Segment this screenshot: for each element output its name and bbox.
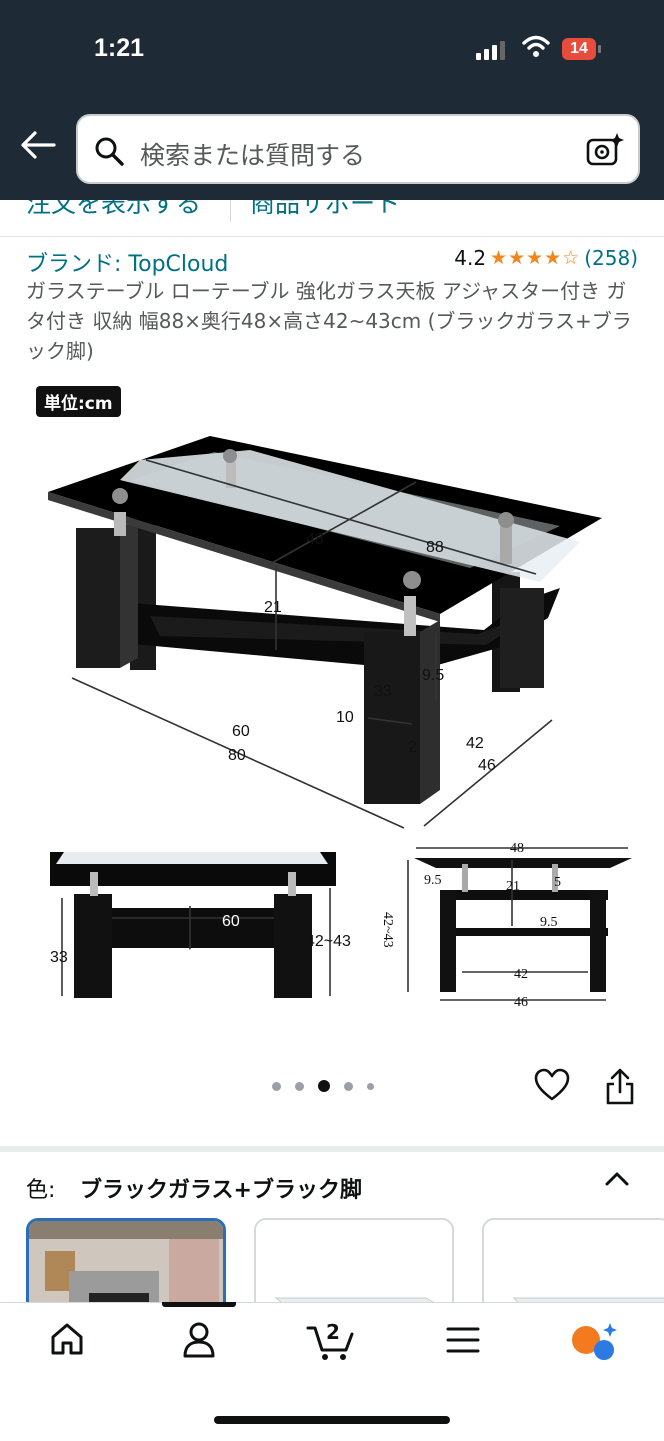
- side-dim-9-5-mid: 9.5: [540, 915, 558, 930]
- front-dim-40: 40: [178, 947, 196, 964]
- carousel-dot[interactable]: [367, 1082, 374, 1090]
- battery-tip: [598, 45, 601, 53]
- dim-42: 42: [466, 735, 484, 752]
- dim-88: 88: [426, 539, 444, 556]
- side-dim-42-43: 42~43: [380, 912, 395, 948]
- carousel-dot-active[interactable]: [318, 1080, 330, 1092]
- table-perspective-drawing: [48, 436, 602, 829]
- dim-46: 46: [478, 757, 496, 774]
- camera-search-icon[interactable]: [586, 132, 624, 168]
- front-dim-33: 33: [50, 949, 68, 966]
- menu-icon[interactable]: [446, 1326, 480, 1354]
- dim-60: 60: [232, 723, 250, 740]
- search-icon: [95, 137, 124, 166]
- review-count[interactable]: (258): [584, 246, 638, 270]
- account-icon[interactable]: [182, 1322, 216, 1358]
- search-input[interactable]: 検索または質問する: [140, 141, 366, 170]
- home-icon[interactable]: [50, 1322, 84, 1356]
- back-arrow-icon[interactable]: [20, 130, 56, 160]
- rating-value: 4.2: [454, 246, 487, 270]
- signal-icon: [476, 40, 506, 60]
- side-dim-9-5-top: 9.5: [424, 873, 442, 888]
- home-indicator: [214, 1416, 450, 1424]
- view-orders-link[interactable]: 注文を表示する: [26, 200, 202, 218]
- brand-link[interactable]: ブランド: TopCloud: [26, 252, 229, 277]
- status-time: 1:21: [94, 34, 145, 62]
- side-dim-5: 5: [554, 875, 561, 890]
- front-dim-42-43: 42~43: [306, 933, 351, 950]
- product-links-row: 注文を表示する 商品サポート: [0, 200, 664, 237]
- link-separator: [230, 200, 231, 222]
- side-dim-46: 46: [514, 995, 528, 1010]
- carousel-dot[interactable]: [344, 1081, 353, 1091]
- status-bar: 1:21 14: [0, 0, 664, 100]
- dim-80: 80: [228, 747, 246, 764]
- side-dim-42: 42: [514, 967, 528, 982]
- wifi-icon: [522, 35, 550, 57]
- chevron-up-icon[interactable]: [604, 1170, 630, 1188]
- table-side-view-drawing: [407, 847, 632, 1001]
- image-carousel-dots[interactable]: [272, 1080, 374, 1092]
- dim-48: 48: [306, 531, 324, 548]
- active-tab-indicator: [162, 1302, 236, 1307]
- rufus-icon[interactable]: [570, 1322, 618, 1362]
- dim-9-5: 9.5: [422, 667, 444, 684]
- dim-21: 21: [264, 599, 282, 616]
- cart-icon: [306, 1326, 354, 1360]
- dim-2: 2: [408, 739, 417, 756]
- carousel-dot[interactable]: [272, 1081, 281, 1091]
- variation-value: ブラックガラス+ブラック脚: [80, 1178, 362, 1203]
- share-icon[interactable]: [604, 1068, 636, 1106]
- dim-10: 10: [336, 709, 354, 726]
- cart-count: 2: [326, 1320, 340, 1344]
- product-title: ガラステーブル ローテーブル 強化ガラス天板 アジャスター付き ガタ付き 収納 …: [26, 279, 632, 363]
- battery-icon: 14: [562, 38, 596, 60]
- side-dim-21: 21: [506, 879, 520, 894]
- rating-summary[interactable]: 4.2 ★★★★☆ (258): [454, 246, 638, 270]
- carousel-dot[interactable]: [295, 1081, 304, 1091]
- side-dim-2-top: 2: [592, 891, 599, 906]
- search-bar[interactable]: 検索または質問する: [76, 114, 640, 184]
- dim-33: 33: [374, 683, 392, 700]
- unit-badge: 単位:cm: [36, 386, 121, 417]
- product-support-link[interactable]: 商品サポート: [250, 200, 401, 218]
- cart-button[interactable]: 2: [306, 1320, 356, 1362]
- front-dim-60: 60: [222, 913, 240, 930]
- variation-label: 色:: [26, 1178, 56, 1203]
- side-dim-48: 48: [510, 841, 524, 856]
- heart-icon[interactable]: [534, 1068, 570, 1102]
- table-front-view-drawing: [50, 852, 336, 998]
- star-rating-icon: ★★★★☆: [490, 247, 581, 269]
- product-image[interactable]: 48 88 21 9.5 33 10 2 60 80 42 46 60 40 3…: [0, 420, 664, 1040]
- side-dim-2-bottom: 2: [444, 939, 451, 954]
- section-divider: [0, 1146, 664, 1152]
